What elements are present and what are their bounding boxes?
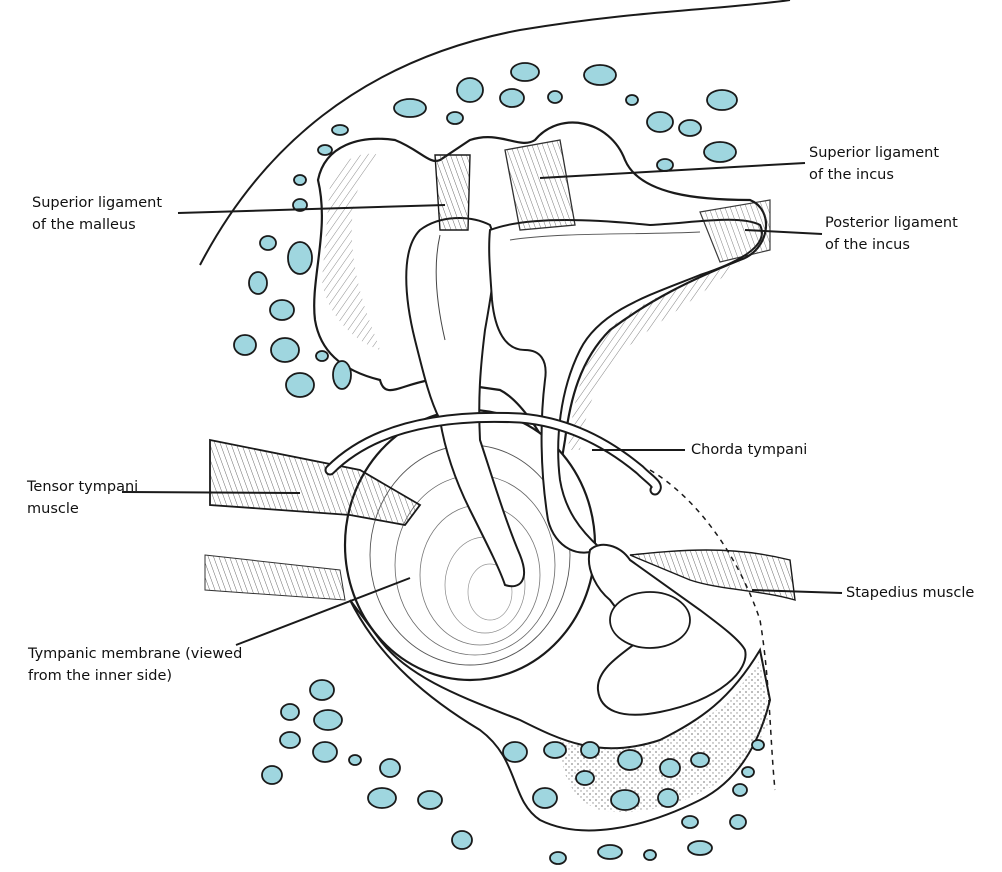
leader-stapedius [751,589,843,594]
label-line: Superior ligament [809,145,940,161]
chorda-tympani-core [326,413,660,494]
air-cell [332,360,352,390]
air-cell [313,709,343,731]
label-line: Superior ligament [32,195,163,211]
leader-sup-incus [539,162,806,179]
label-line: Chorda tympani [691,442,808,458]
label-line: Tensor tympani [27,479,139,495]
air-cell [597,844,623,860]
label-line: muscle [27,501,79,517]
label-line: Stapedius muscle [846,585,975,601]
incus-posterior-ligament [699,199,771,263]
label-line: from the inner side) [28,668,173,684]
air-cell [617,749,643,771]
air-cell [678,119,702,137]
temporal-bone-outline [199,0,791,266]
stapedius-muscle [629,549,796,601]
posterior-wall-shadow [568,262,740,450]
air-cell [741,766,755,778]
label-tympanic-membrane: Tympanic membrane (viewed from the inner… [28,643,242,687]
air-cell [751,739,765,751]
stapes [587,543,747,716]
label-line: of the malleus [32,217,136,233]
air-cell [625,94,639,106]
air-cell [292,198,308,212]
air-cell [547,90,563,104]
air-cell [285,372,315,398]
label-line: Posterior ligament [825,215,958,231]
air-cell [367,787,397,809]
leader-membrane [235,577,411,646]
label-stapedius-muscle: Stapedius muscle [846,582,974,604]
air-cell [287,241,313,275]
air-cell [280,703,300,721]
air-cell [446,111,464,125]
air-cell [312,741,338,763]
leader-tensor [121,491,301,494]
air-cell [261,765,283,785]
air-cell [703,141,737,163]
air-cell [317,144,333,156]
air-cell [643,849,657,861]
leader-post-incus [744,229,823,235]
tensor-tympani-muscle [204,438,422,601]
air-cell [580,741,600,759]
air-cell [279,731,301,749]
air-cell [543,741,567,759]
label-line: of the incus [825,237,910,253]
label-line: of the incus [809,167,894,183]
air-cell [331,124,349,136]
air-cell [269,299,295,321]
air-cell [233,334,257,356]
label-chorda-tympani: Chorda tympani [691,439,807,461]
air-cell [575,770,595,786]
air-cell [610,789,640,811]
air-cell [270,337,300,363]
air-cell [348,754,362,766]
cavity-floor-dots [560,660,770,812]
attic-shadow [322,153,380,350]
air-cell [451,830,473,850]
air-cell [690,752,710,768]
air-cell [687,840,713,856]
air-cell [681,815,699,829]
air-cell [510,62,540,82]
air-cell [315,350,329,362]
label-tensor-tympani: Tensor tympani muscle [27,476,138,520]
air-cell [729,814,747,830]
air-cell [706,89,738,111]
leader-lines [121,162,843,646]
air-cell [502,741,528,763]
leader-sup-malleus [177,204,446,214]
air-cell [659,758,681,778]
air-cell [532,787,558,809]
air-cell [417,790,443,810]
air-cell [259,235,277,251]
label-superior-ligament-malleus: Superior ligament of the malleus [32,192,162,236]
air-cell [549,851,567,865]
facial-canal-dashed [649,469,776,791]
air-cell [583,64,617,86]
label-superior-ligament-incus: Superior ligament of the incus [809,142,939,186]
air-cell [393,98,427,118]
air-cell [248,271,268,295]
air-cell [657,788,679,808]
incus-superior-ligament [504,139,576,231]
air-cell [656,158,674,172]
air-cell [379,758,401,778]
label-line: Tympanic membrane (viewed [28,646,243,662]
air-cell [309,679,335,701]
air-cell [456,77,484,103]
mastoid-air-cells [233,62,765,865]
malleus-superior-ligament [434,154,471,231]
air-cell [499,88,525,108]
label-posterior-ligament-incus: Posterior ligament of the incus [825,212,958,256]
air-cell [293,174,307,186]
air-cell [646,111,674,133]
air-cell [732,783,748,797]
